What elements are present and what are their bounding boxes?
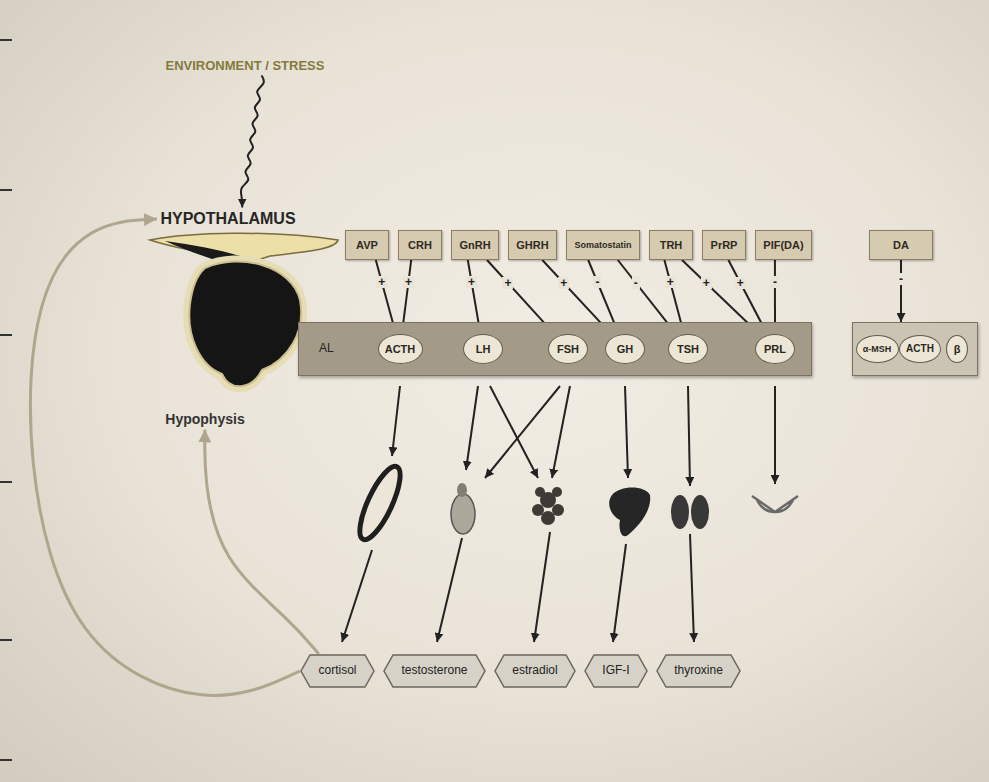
- hexagon-shape: [657, 655, 740, 687]
- pituitary-hormone-circle: FSH: [548, 334, 588, 364]
- releasing-hormone-box: DA: [869, 230, 933, 260]
- node-text: HYPOTHALAMUS: [160, 210, 295, 228]
- page-edge-marks: [0, 40, 12, 760]
- pituitary-hormone-circle: α-MSH: [856, 335, 899, 363]
- node-text: thyroxine: [674, 664, 723, 678]
- node-text: LH: [476, 343, 491, 356]
- node-text: α-MSH: [863, 344, 892, 354]
- node-text: ENVIRONMENT / STRESS: [166, 59, 325, 74]
- lobe-box: α-MSH ACTH β: [852, 322, 978, 376]
- sign-label: -: [897, 273, 905, 285]
- gland-drawings: [352, 462, 798, 545]
- pituitary-hormone-circle: TSH: [668, 334, 708, 364]
- target-hormone-box: testosterone: [383, 654, 486, 688]
- node-text: cortisol: [318, 664, 356, 678]
- node-text: AVP: [356, 239, 378, 252]
- sign-label: +: [403, 276, 414, 288]
- sign-label: +: [735, 277, 746, 289]
- node-text: Somatostatin: [574, 240, 631, 250]
- hexagon-shape: [301, 655, 374, 687]
- node-text: GH: [617, 343, 634, 356]
- sign-label: -: [593, 276, 601, 288]
- pituitary-hormone-circle: PRL: [755, 334, 795, 364]
- releasing-hormone-box: GHRH: [508, 230, 557, 260]
- region-label: Hypophysis: [162, 409, 248, 430]
- sign-label: +: [558, 277, 569, 289]
- releasing-hormone-box: Somatostatin: [566, 230, 640, 260]
- releasing-hormone-box: AVP: [345, 230, 389, 260]
- hexagon-shape: [495, 655, 575, 687]
- target-hormone-box: estradiol: [494, 654, 576, 688]
- hexagon-shape: [384, 655, 485, 687]
- node-text: PRL: [764, 343, 786, 356]
- node-text: β: [954, 343, 961, 356]
- sign-label: +: [376, 276, 387, 288]
- target-hormone-box: thyroxine: [656, 654, 741, 688]
- sign-label: +: [502, 277, 513, 289]
- node-text: estradiol: [512, 664, 557, 678]
- node-text: FSH: [557, 343, 579, 356]
- pituitary-hormone-circle: ACTH: [378, 334, 423, 364]
- pituitary-hormone-circle: ACTH: [899, 335, 941, 363]
- sign-label: +: [701, 277, 712, 289]
- pituitary-hormone-circle: β: [946, 335, 968, 363]
- node-text: DA: [893, 239, 909, 252]
- node-text: CRH: [408, 239, 432, 252]
- node-text: ACTH: [385, 343, 416, 356]
- node-text: GHRH: [516, 239, 548, 252]
- pituitary-hormone-circle: LH: [463, 334, 503, 364]
- node-text: GnRH: [459, 239, 490, 252]
- node-text: IGF-I: [602, 664, 629, 678]
- releasing-hormone-box: TRH: [649, 230, 693, 260]
- sign-label: +: [665, 276, 676, 288]
- pituitary-hormone-circle: GH: [605, 334, 645, 364]
- hexagon-shape: [585, 655, 647, 687]
- node-text: testosterone: [401, 664, 467, 678]
- connector-arrow: [241, 76, 264, 208]
- node-text: TSH: [677, 343, 699, 356]
- releasing-hormone-box: GnRH: [451, 230, 499, 260]
- sign-label: -: [771, 276, 779, 288]
- input-label: ENVIRONMENT / STRESS: [163, 57, 328, 76]
- node-text: ACTH: [906, 343, 934, 355]
- node-text: AL: [319, 342, 334, 356]
- releasing-hormone-box: PIF(DA): [755, 230, 812, 260]
- feedback-arrow: [205, 430, 319, 655]
- node-text: PrRP: [711, 239, 738, 252]
- node-text: TRH: [660, 239, 683, 252]
- target-hormone-box: IGF-I: [584, 654, 648, 688]
- target-hormone-box: cortisol: [300, 654, 375, 688]
- releasing-hormone-box: CRH: [398, 230, 442, 260]
- node-text: PIF(DA): [763, 239, 803, 252]
- lobe-band: AL ACTH LH FSH GH TSH PRL: [298, 322, 812, 376]
- sign-label: +: [466, 276, 477, 288]
- feedback-arrow: [30, 219, 300, 695]
- secretion-arrows: [342, 386, 775, 642]
- node-text: Hypophysis: [165, 411, 244, 427]
- releasing-hormone-box: PrRP: [702, 230, 746, 260]
- connector-arrow: [900, 260, 902, 322]
- region-label: HYPOTHALAMUS: [157, 208, 299, 231]
- sign-label: -: [632, 277, 640, 289]
